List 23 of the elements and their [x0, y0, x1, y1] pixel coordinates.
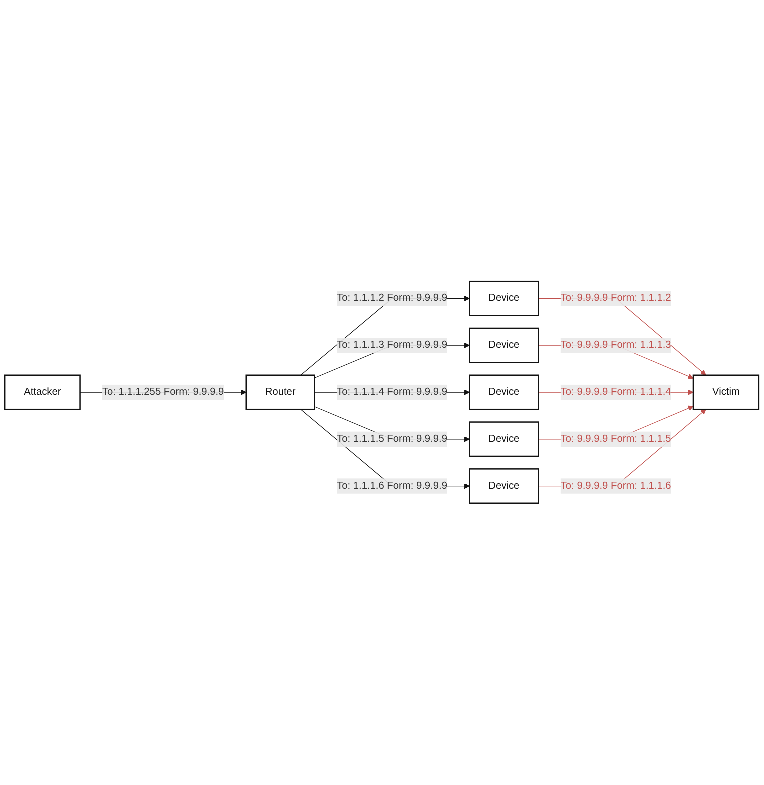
edge-label: To: 1.1.1.6 Form: 9.9.9.9 — [337, 480, 448, 492]
arrow — [300, 296, 470, 376]
node-box: Device — [469, 374, 540, 410]
edge-label: To: 9.9.9.9 Form: 1.1.1.3 — [560, 340, 672, 351]
edge-label: To: 1.1.1.3 Form: 9.9.9.9 — [337, 340, 448, 351]
edge-label: To: 9.9.9.9 Form: 1.1.1.2 — [560, 293, 672, 304]
edge-label: To: 9.9.9.9 Form: 1.1.1.6 — [560, 480, 672, 492]
node-box: Device — [469, 328, 540, 364]
arrow — [538, 298, 706, 376]
edge-label: To: 1.1.1.2 Form: 9.9.9.9 — [337, 293, 448, 304]
edge-label: To: 1.1.1.255 Form: 9.9.9.9 — [102, 386, 224, 398]
edge-label: To: 9.9.9.9 Form: 1.1.1.4 — [560, 386, 672, 398]
node-box: Router — [246, 374, 316, 410]
arrow — [538, 409, 706, 487]
node-box: Device — [469, 468, 540, 504]
node-box: Device — [469, 422, 540, 458]
node-box: Device — [469, 280, 540, 316]
edge-label: To: 1.1.1.4 Form: 9.9.9.9 — [337, 386, 448, 398]
arrow — [300, 409, 470, 490]
node-box: Attacker — [4, 374, 81, 410]
edge-label: To: 9.9.9.9 Form: 1.1.1.5 — [560, 434, 672, 444]
edge-label: To: 1.1.1.5 Form: 9.9.9.9 — [337, 434, 448, 444]
node-box: Victim — [692, 374, 760, 410]
